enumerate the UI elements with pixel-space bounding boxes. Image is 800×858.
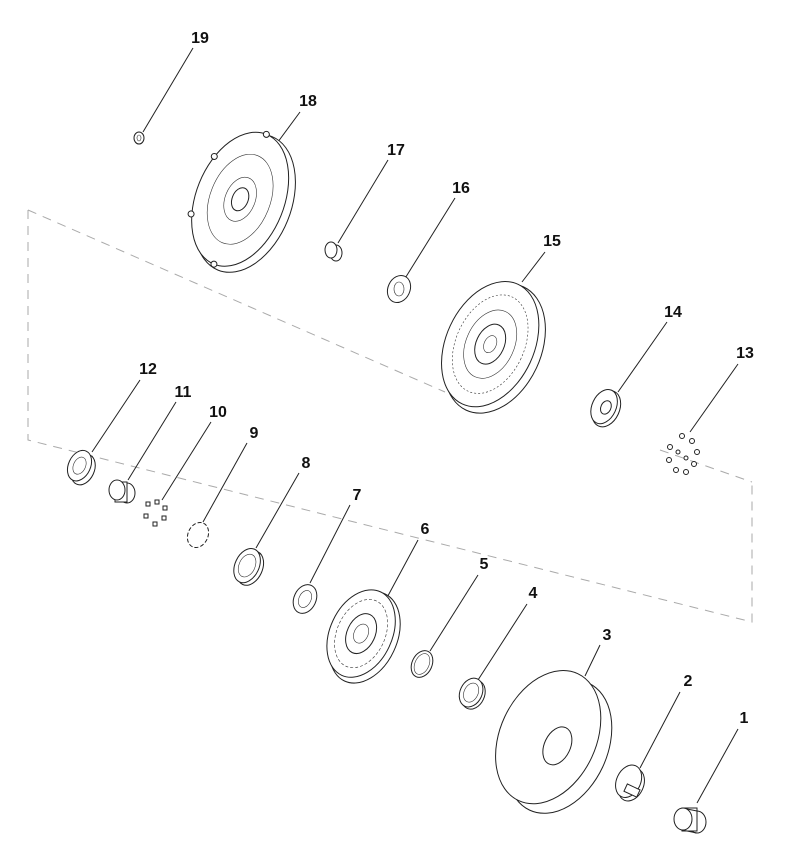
callout-3: 3 — [603, 627, 612, 644]
callout-1: 1 — [740, 710, 749, 727]
callout-10: 10 — [209, 404, 227, 421]
part-14-hub — [590, 388, 622, 428]
subassembly-outline — [27, 210, 753, 623]
callout-13: 13 — [736, 345, 754, 362]
part-19-nut — [133, 131, 145, 145]
callout-19: 19 — [191, 30, 209, 47]
subassembly-outline-top — [27, 209, 446, 393]
part-13-springs — [666, 433, 700, 475]
callout-16: 16 — [452, 180, 470, 197]
part-3-impeller — [495, 670, 613, 814]
part-12-bearing — [66, 449, 96, 486]
part-15-turbine — [441, 281, 546, 414]
callout-17: 17 — [387, 142, 405, 159]
part-1-bushing — [673, 807, 707, 834]
callout-5: 5 — [480, 556, 489, 573]
part-4-ring — [458, 677, 486, 710]
callout-2: 2 — [684, 673, 693, 690]
part-7-ring — [292, 584, 318, 614]
callout-11: 11 — [175, 384, 192, 401]
callout-15: 15 — [543, 233, 561, 250]
callout-4: 4 — [529, 585, 538, 602]
part-9-cage — [186, 521, 210, 549]
callout-14: 14 — [664, 304, 682, 321]
leader-lines — [91, 47, 739, 804]
part-11-bushing — [108, 479, 136, 504]
callout-18: 18 — [299, 93, 317, 110]
callout-12: 12 — [139, 361, 157, 378]
callout-7: 7 — [353, 487, 362, 504]
part-17-bushing — [324, 241, 343, 262]
subassembly-outline-top-right — [659, 449, 753, 483]
part-5-ring — [410, 650, 434, 678]
part-8-race — [233, 547, 265, 586]
callout-9: 9 — [250, 425, 259, 442]
part-16-washer — [386, 274, 412, 304]
part-10-rollers — [143, 499, 168, 527]
part-18-cover — [187, 130, 296, 273]
part-2-hub — [615, 764, 645, 802]
callout-labels: 1 2 3 4 5 6 7 8 9 10 11 12 13 14 15 16 1… — [139, 30, 754, 727]
callout-8: 8 — [302, 455, 311, 472]
callout-6: 6 — [421, 521, 430, 538]
part-6-stator — [326, 589, 401, 684]
